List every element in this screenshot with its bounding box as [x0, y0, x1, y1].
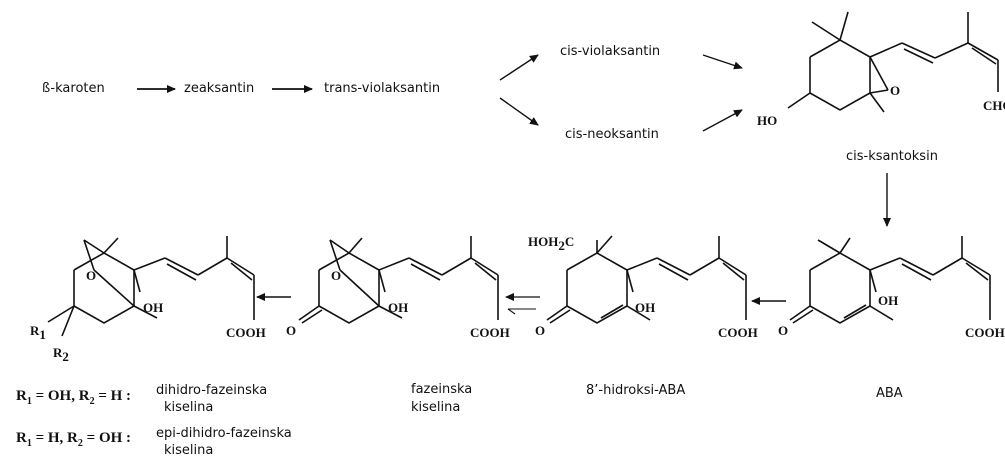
chem-labels-phaseic-acid: O O OH COOH: [286, 268, 510, 340]
arrow-trans-to-cis-neoxanthin: [499, 97, 539, 126]
phaseic-oh-label: OH: [388, 300, 408, 315]
phaseic-bridge-o-label: O: [331, 268, 341, 283]
xanthoxin-ho-label: HO: [757, 113, 777, 128]
r-definition-1-desc-line1: dihidro-fazeinska: [156, 383, 268, 398]
label-zeaxanthin: zeaksantin: [184, 81, 255, 96]
dihydrophaseic-r1-label: R1: [30, 323, 46, 342]
chem-labels-dihydrophaseic-acid: O OH COOH R1 R2: [30, 268, 266, 364]
chem-labels-hydroxy-aba: HOH2C O OH COOH: [528, 234, 758, 340]
arrow-equilibrium-hydroxy-aba-phaseic-acid: [505, 293, 540, 315]
structure-aba: [789, 236, 991, 324]
hydroxy-aba-oh-label: OH: [635, 300, 655, 315]
arrow-cis-violaxanthin-to-xanthoxin: [702, 54, 743, 70]
dihydrophaseic-oh-label: OH: [143, 300, 163, 315]
hydroxy-aba-keto-o-label: O: [535, 323, 545, 338]
label-aba: ABA: [876, 386, 903, 401]
structure-cis-xanthoxin: [787, 11, 999, 113]
chem-labels-aba: O OH COOH: [778, 293, 1005, 340]
aba-oh-label: OH: [878, 293, 898, 308]
label-cis-neoxanthin: cis-neoksantin: [565, 127, 659, 142]
chem-labels-cis-xanthoxin: HO O CHO: [757, 83, 1005, 128]
dihydrophaseic-r2-label: R2: [53, 345, 69, 364]
r-definition-1: R1 = OH, R2 = H :: [16, 388, 132, 407]
label-cis-xanthoxin: cis-ksantoksin: [846, 149, 938, 164]
aba-keto-o-label: O: [778, 323, 788, 338]
phaseic-cooh-label: COOH: [470, 325, 510, 340]
xanthoxin-epoxide-o-label: O: [890, 83, 900, 98]
aba-cooh-label: COOH: [965, 325, 1005, 340]
r-definition-2: R1 = H, R2 = OH :: [16, 430, 132, 449]
r-definition-2-desc-line2: kiselina: [164, 443, 214, 458]
label-cis-violaxanthin: cis-violaksantin: [560, 44, 661, 59]
label-phaseic-acid-line2: kiselina: [411, 400, 461, 415]
r-definition-2-desc-line1: epi-dihidro-fazeinska: [156, 426, 292, 441]
xanthoxin-cho-label: CHO: [983, 98, 1005, 113]
structure-hydroxy-aba: [546, 235, 747, 324]
label-phaseic-acid-line1: fazeinska: [411, 382, 473, 397]
dihydrophaseic-cooh-label: COOH: [226, 325, 266, 340]
arrow-trans-to-cis-violaxanthin: [499, 54, 539, 81]
label-hydroxy-aba: 8’-hidroksi-ABA: [586, 383, 686, 398]
phaseic-keto-o-label: O: [286, 323, 296, 338]
arrow-cis-neoxanthin-to-xanthoxin: [702, 109, 743, 132]
hydroxy-aba-hoh2c-label: HOH2C: [528, 234, 574, 253]
structure-phaseic-acid: [298, 236, 499, 324]
r-definition-1-desc-line2: kiselina: [164, 400, 214, 415]
label-trans-violaxanthin: trans-violaksantin: [324, 81, 441, 96]
structure-dihydrophaseic-acid: [47, 236, 255, 337]
dihydrophaseic-bridge-o-label: O: [86, 268, 96, 283]
hydroxy-aba-cooh-label: COOH: [718, 325, 758, 340]
label-beta-carotene: ß-karoten: [42, 81, 105, 96]
